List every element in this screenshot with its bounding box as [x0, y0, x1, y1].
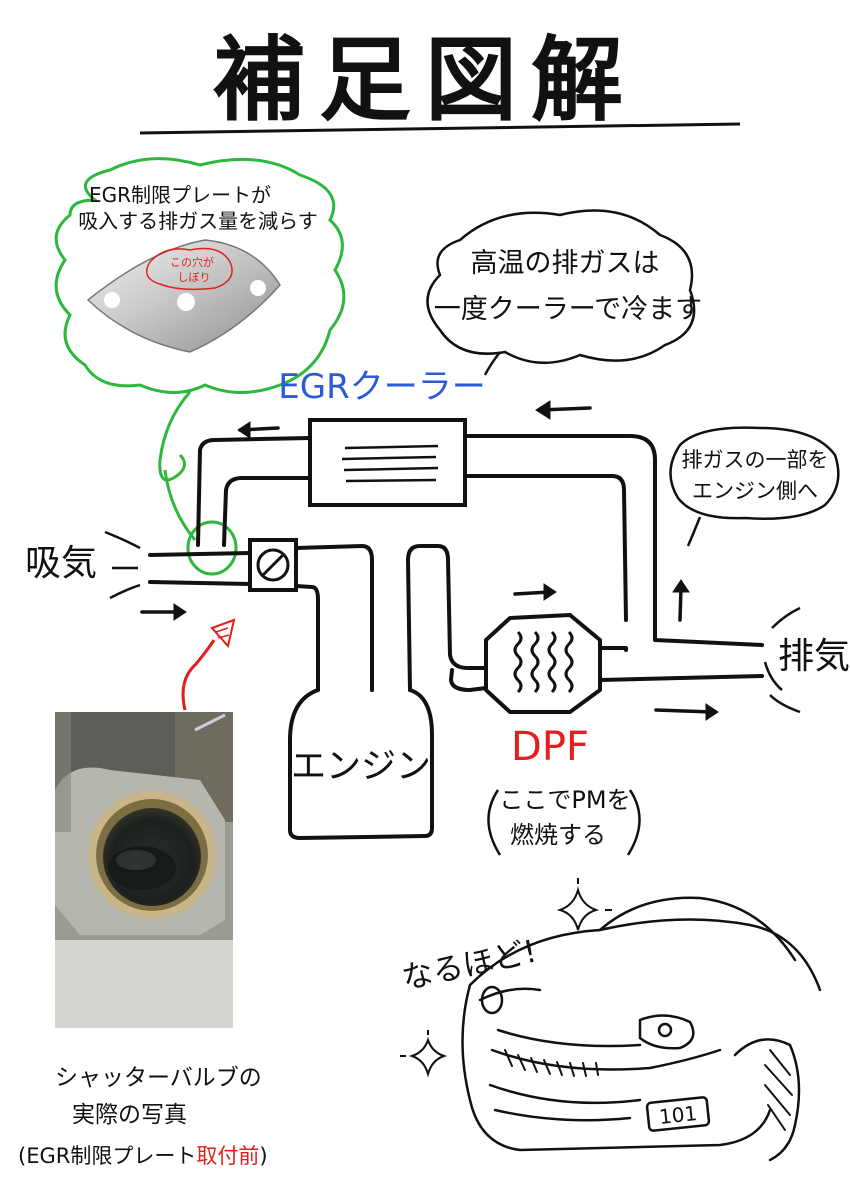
page-title: 補足図解 [213, 27, 637, 134]
shutter-valve-blade [260, 552, 286, 578]
plate-hole-center [177, 293, 195, 311]
cooler-bubble-outline [426, 209, 696, 365]
egr-plate-bubble-tail [158, 391, 197, 541]
photo-caption-prefix: (EGR制限プレート [18, 1144, 196, 1168]
intake-label: 吸気 [25, 543, 97, 584]
cooler-bubble-line2: 一度クーラーで冷ます [434, 294, 702, 325]
dpf-filter-squiggles [513, 630, 574, 694]
photo-caption-suffix: ) [259, 1144, 267, 1168]
flow-arrows [140, 400, 719, 721]
dpf-label: DPF [511, 724, 589, 770]
photo-pointer-hatch [215, 627, 230, 639]
recirc-bubble-line2: エンジン側へ [692, 479, 818, 503]
exhaust-motion-lines [763, 606, 801, 714]
sparkle-icon [400, 878, 612, 1078]
egr-plate-highlight-circle [186, 520, 238, 576]
recirc-bubble-tail [686, 516, 702, 547]
egr-cooler-box [308, 418, 467, 507]
hole-note-cloud [145, 247, 233, 291]
dpf-note-line2: 燃焼する [510, 821, 606, 849]
photo-caption-line2: 実際の写真 [72, 1102, 187, 1128]
piping [148, 434, 764, 840]
photo-caption-line1: シャッターバルブの [55, 1065, 262, 1091]
car-sketch [461, 896, 822, 1162]
hole-note-line2: しぼり [178, 271, 211, 284]
plate-hole-left [104, 292, 120, 308]
intake-motion-lines [104, 530, 141, 600]
photo-caption-line3: (EGR制限プレート取付前) [18, 1144, 268, 1168]
recirc-bubble-outline [669, 426, 840, 521]
photo-caption-red: 取付前 [196, 1144, 259, 1168]
dpf-note-paren-right [626, 789, 641, 856]
recirc-bubble-line1: 排ガスの一部を [682, 448, 829, 472]
cooler-bubble-tail [483, 351, 501, 376]
shutter-valve-photo [55, 712, 233, 1028]
photo-pointer-arrowhead [210, 618, 236, 649]
shutter-valve-disc [256, 548, 290, 582]
cooler-bubble-line1: 高温の排ガスは [471, 248, 660, 279]
exhaust-label: 排気 [778, 636, 850, 677]
title-underline [139, 122, 741, 135]
engine-label: エンジン [291, 747, 431, 787]
car-plate-text: 101 [658, 1101, 698, 1129]
dpf-note-line1: ここでPMを [499, 786, 630, 814]
plate-hole-right [250, 280, 266, 296]
egr-plate-bubble-line1: EGR制限プレートが [89, 183, 271, 207]
dpf-note-paren-left [487, 789, 502, 856]
egr-plate-bubble-line2: 吸入する排ガス量を減らす [78, 209, 318, 233]
egr-cooler-fins [341, 444, 439, 483]
photo-pointer-line [181, 639, 216, 711]
hole-note-line1: この穴が [170, 255, 214, 269]
egr-cooler-label: EGRクーラー [278, 367, 485, 407]
egr-plate-bubble-outline [54, 157, 346, 394]
